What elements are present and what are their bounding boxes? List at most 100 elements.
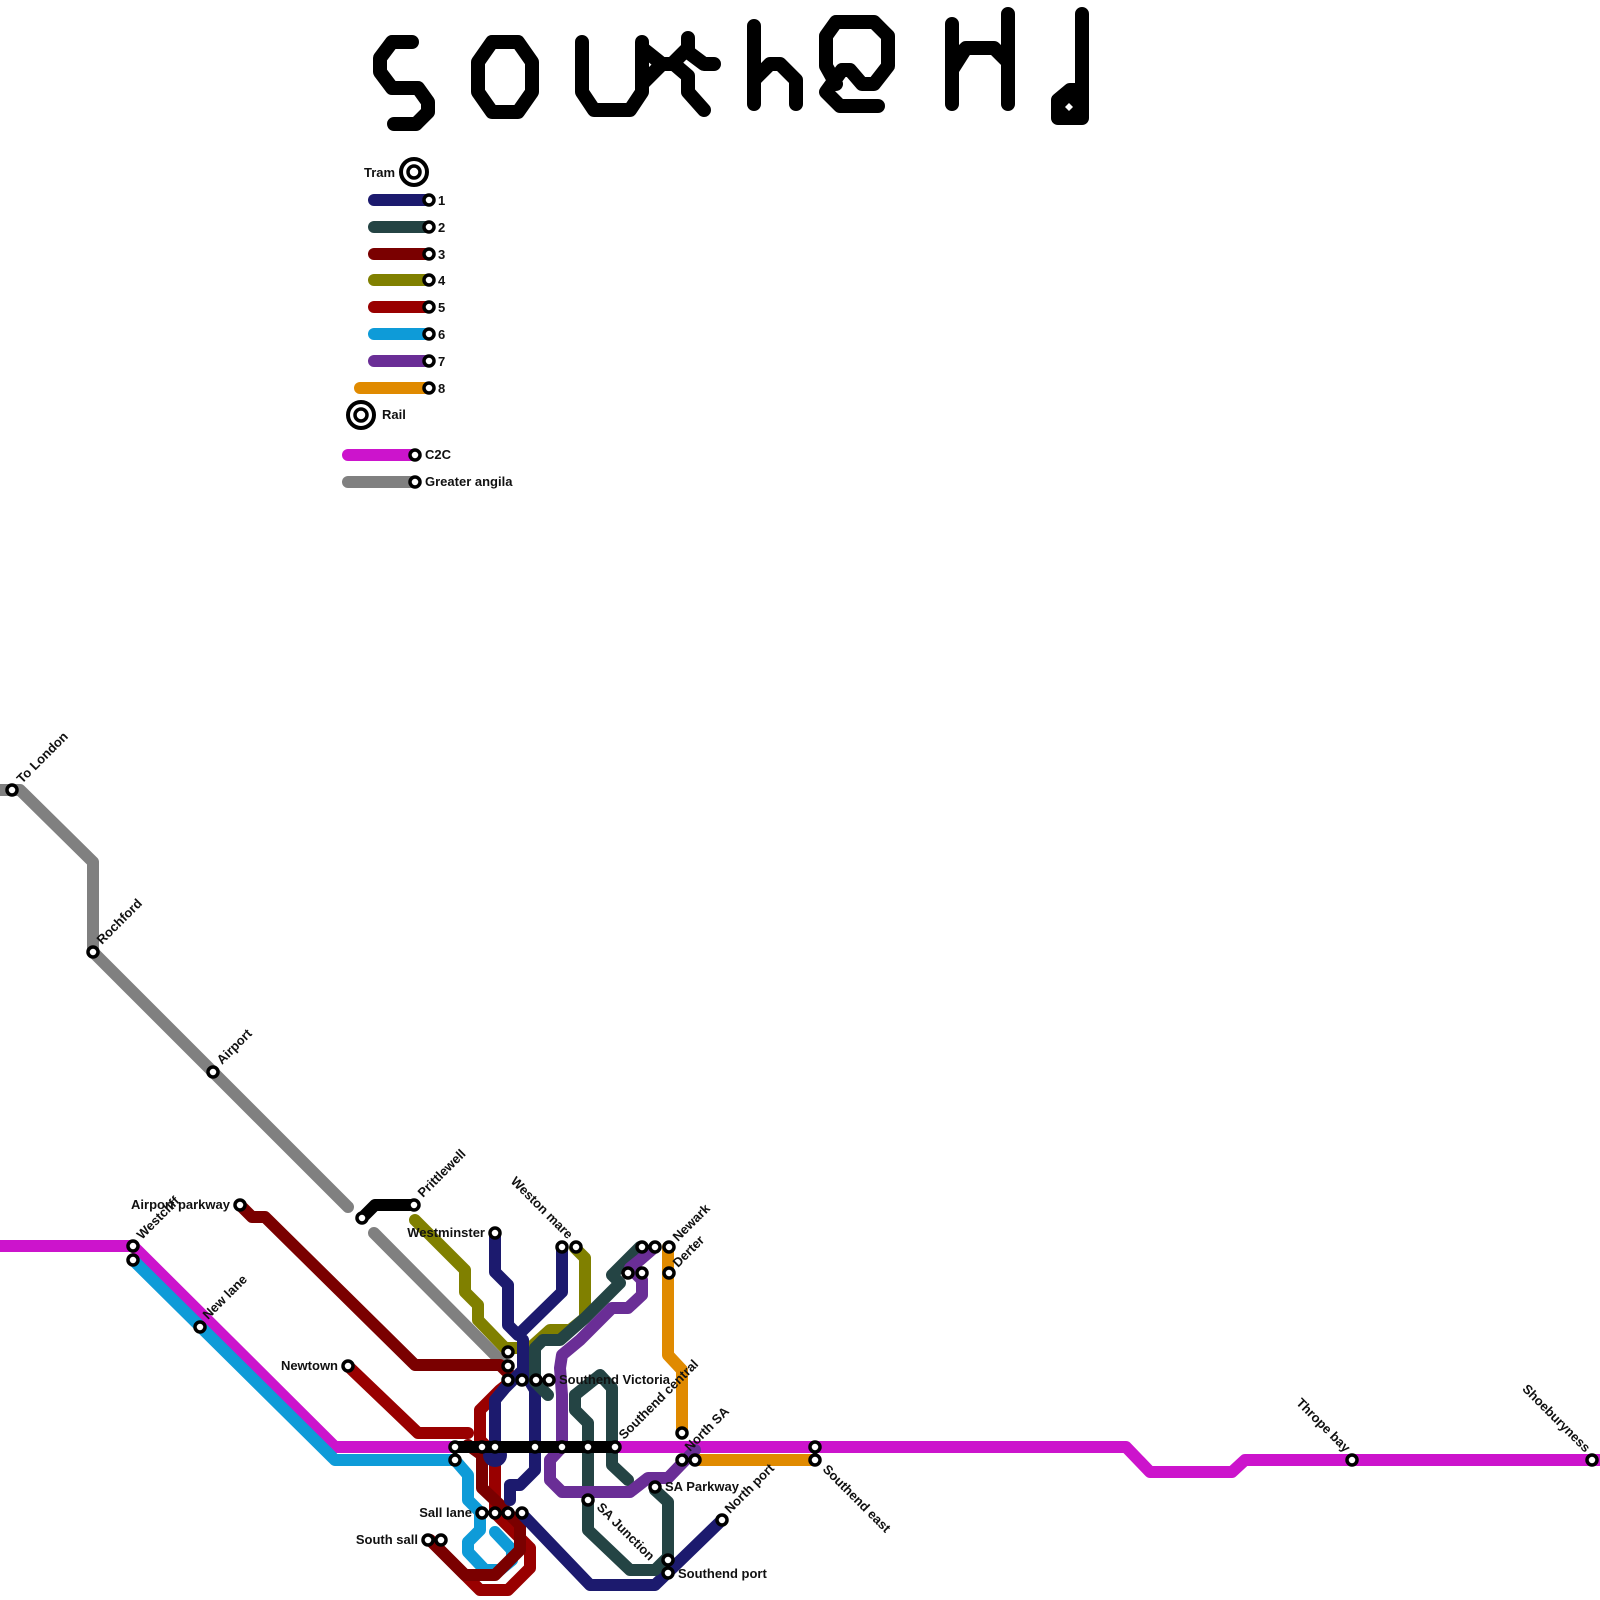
station-sall-lane-5[interactable] [488,1506,502,1520]
title-letter-e [819,15,895,113]
label-prittlewell: Prittlewell [415,1146,469,1200]
legend-label-5: 5 [438,300,445,315]
station-trunk-2[interactable] [488,1440,502,1454]
label-south-sall: South sall [356,1532,418,1547]
station-to-london[interactable] [5,783,19,797]
station-derter-8[interactable] [662,1266,676,1280]
station-rochford[interactable] [86,945,100,959]
station-trunk-4[interactable] [555,1440,569,1454]
station-trunk-3[interactable] [528,1440,542,1454]
tram-interchange-icon [399,157,429,187]
line-1-south[interactable] [517,1509,728,1591]
station-south-sall-3[interactable] [421,1533,435,1547]
legend-label-3: 3 [438,247,445,262]
station-sall-lane-3[interactable] [501,1506,515,1520]
station-southend-central[interactable] [608,1440,622,1454]
legend-label-8: 8 [438,381,445,396]
station-labels: To London Rochford Airport Airport parkw… [14,729,1594,1581]
station-sa-junction[interactable] [581,1493,595,1507]
legend-line-3: 3 [368,247,445,262]
station-derter-7[interactable] [635,1266,649,1280]
station-olive-junction[interactable] [501,1345,515,1359]
title-letter-o [471,35,539,119]
legend-rail-label: Rail [382,407,406,422]
label-southend-victoria: Southend Victoria [559,1372,671,1387]
station-north-sa-8[interactable] [688,1453,702,1467]
label-new-lane: New lane [200,1272,250,1322]
legend-line-8: 8 [354,381,445,396]
station-southend-victoria-1[interactable] [501,1373,515,1387]
line-5[interactable] [342,1360,474,1439]
label-westminster: Westminster [407,1225,485,1240]
station-orange-north-sa[interactable] [675,1426,689,1440]
station-south-sall-5[interactable] [434,1533,448,1547]
legend-line-2: 2 [368,220,445,235]
station-southend-victoria-3[interactable] [529,1373,543,1387]
station-newark-2[interactable] [635,1240,649,1254]
title-letter-h [747,19,803,111]
legend-line-greater-angila: Greater angila [342,474,513,489]
line-2[interactable] [529,1241,646,1401]
station-derter-2[interactable] [621,1266,635,1280]
station-rail-interchange[interactable] [355,1211,369,1225]
line-rail-spur-prittlewell[interactable] [356,1199,420,1224]
legend-label-6: 6 [438,327,445,342]
station-westcliff-6[interactable] [126,1253,140,1267]
station-red-junction[interactable] [501,1359,515,1373]
label-sa-junction: SA Junction [594,1500,658,1564]
station-prittlewell[interactable] [407,1198,421,1212]
legend: Tram 1 2 3 4 5 [342,157,513,489]
legend-line-6: 6 [368,327,445,342]
line-3-south[interactable] [424,1439,526,1581]
line-8[interactable] [662,1241,821,1466]
rail-interchange-icon [346,400,376,430]
station-westcliff-c2c[interactable] [126,1239,140,1253]
legend-line-5: 5 [368,300,445,315]
station-shoeburyness[interactable] [1585,1453,1599,1467]
station-newtown[interactable] [341,1359,355,1373]
station-new-lane[interactable] [193,1320,207,1334]
line-greater-angila-south[interactable] [368,1227,511,1371]
station-sa-parkway[interactable] [648,1480,662,1494]
station-trunk-1[interactable] [475,1440,489,1454]
station-southend-east-c2c[interactable] [808,1440,822,1454]
station-sall-lane-6[interactable] [475,1506,489,1520]
label-shoeburyness: Shoeburyness [1520,1381,1594,1455]
line-c2c[interactable] [0,1240,1600,1478]
line-7[interactable] [544,1241,701,1498]
station-trunk-5[interactable] [581,1440,595,1454]
line-2-branch[interactable] [569,1369,634,1486]
station-north-sa-7[interactable] [675,1453,689,1467]
station-weston-mare-4[interactable] [569,1240,583,1254]
station-thrope-bay[interactable] [1345,1453,1359,1467]
station-newark-7[interactable] [648,1240,662,1254]
legend-line-c2c: C2C [342,447,452,462]
title-letter-s [373,35,435,131]
station-southend-victoria-2[interactable] [515,1373,529,1387]
station-southend-port-1[interactable] [661,1566,675,1580]
station-westminster[interactable] [488,1226,502,1240]
label-southend-port: Southend port [678,1566,767,1581]
station-sall-lane-1[interactable] [515,1506,529,1520]
label-to-london: To London [14,729,71,786]
legend-line-4: 4 [368,273,446,288]
legend-label-c2c: C2C [425,447,452,462]
station-central-west[interactable] [448,1440,462,1454]
label-sall-lane: Sall lane [419,1505,472,1520]
station-airport[interactable] [206,1065,220,1079]
station-southend-east-8[interactable] [808,1453,822,1467]
line-1-north[interactable] [489,1227,568,1341]
station-newark-8[interactable] [662,1240,676,1254]
station-southend-port-2[interactable] [661,1553,675,1567]
line-5-south[interactable] [424,1376,536,1596]
station-southend-victoria-4[interactable] [542,1373,556,1387]
map-lines [0,784,1600,1596]
line-2-loop[interactable] [569,1389,674,1576]
legend-label-4: 4 [438,273,446,288]
line-greater-angila-north[interactable] [0,784,354,1213]
station-weston-mare-1[interactable] [555,1240,569,1254]
station-airport-parkway[interactable] [233,1198,247,1212]
station-central-west-6[interactable] [448,1453,462,1467]
station-north-port[interactable] [715,1513,729,1527]
